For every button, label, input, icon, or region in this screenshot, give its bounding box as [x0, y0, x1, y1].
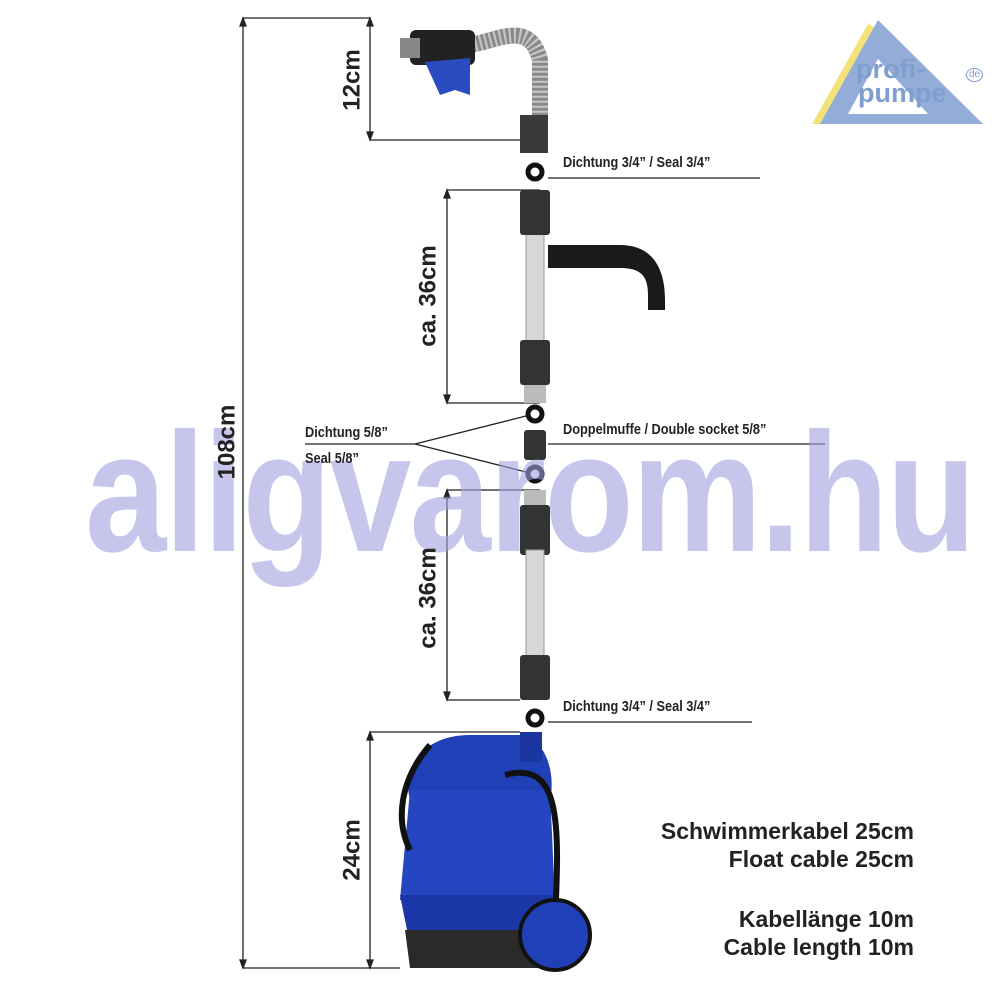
label-seal-bottom: Dichtung 3/4” / Seal 3/4”: [563, 698, 711, 715]
dimension-total: 108cm: [213, 404, 241, 480]
seal-rings: [525, 162, 545, 728]
dimension-hose: 12cm: [338, 49, 366, 111]
logo-text-line2: pumpe: [858, 78, 947, 108]
dimension-pipe-lower: ca. 36cm: [414, 547, 442, 649]
spec-float-cable-en: Float cable 25cm: [728, 846, 914, 872]
label-seal-58-de: Dichtung 5/8”: [305, 424, 388, 441]
brand-logo: profi- pumpe de: [808, 14, 988, 129]
spec-cable-length-de: Kabellänge 10m: [738, 906, 914, 932]
pipe-lower: [520, 490, 550, 700]
logo-suffix: de: [966, 68, 984, 82]
logo-triangle-icon: [812, 20, 983, 124]
label-seal-58-en: Seal 5/8”: [305, 450, 359, 467]
pump: [398, 732, 592, 972]
dimension-lines: [239, 16, 825, 970]
logo-text-line1: profi-: [856, 54, 925, 84]
double-socket: [524, 430, 546, 460]
outlet-spout: [548, 245, 665, 310]
watermark: aligvarom.hu: [85, 398, 976, 588]
pipe-upper: [520, 190, 550, 403]
dimension-pump: 24cm: [338, 819, 366, 881]
label-double-socket: Doppelmuffe / Double socket 5/8”: [563, 421, 767, 438]
dimension-pipe-upper: ca. 36cm: [414, 245, 442, 347]
spec-float-cable-de: Schwimmerkabel 25cm: [660, 818, 914, 844]
hose-with-connector: [400, 27, 548, 153]
label-seal-top: Dichtung 3/4” / Seal 3/4”: [563, 154, 711, 171]
spec-cable-length-en: Cable length 10m: [723, 934, 914, 960]
